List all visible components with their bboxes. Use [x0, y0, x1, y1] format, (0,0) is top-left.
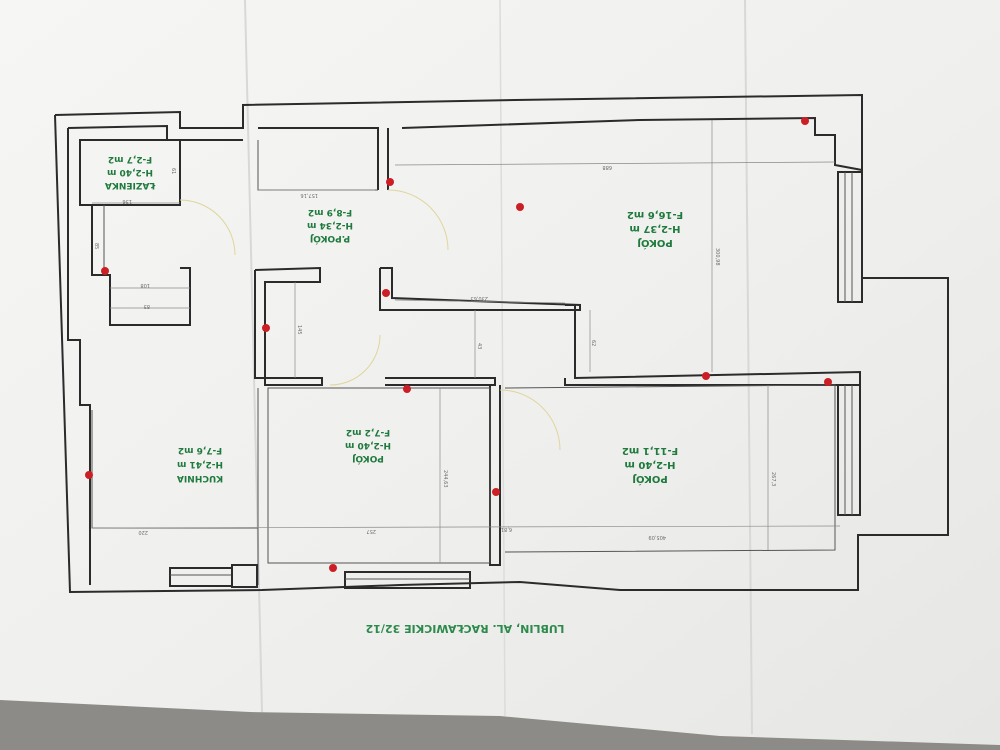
marker-dot: [262, 324, 270, 332]
room-area: F-7,6 m2: [178, 445, 222, 455]
dimension-label: 61: [170, 168, 176, 174]
room-name: POKÓJ: [632, 473, 667, 486]
address-label: LUBLIN, AL. RACŁAWICKIE 32/12: [366, 622, 565, 635]
marker-dot: [492, 488, 500, 496]
room-area: F-7,2 m2: [346, 427, 390, 437]
paper-fold: [244, 0, 263, 713]
room-label-lazienka: ŁAZIENKA H-2,40 m F-2,7 m2: [105, 154, 156, 190]
dimension-label: 257: [366, 528, 376, 534]
room-name: POKÓJ: [352, 453, 384, 465]
paper-fold: [499, 0, 506, 717]
dimension-label: 6,81: [501, 526, 512, 532]
room-height: H-2,40 m: [345, 440, 391, 450]
room-label-pokoj-top: POKÓJ H-2,37 m F-16,6 m2: [627, 209, 683, 250]
dimension-label: 85: [93, 243, 99, 249]
room-label-kuchnia: KUCHNIA H-2,41 m F-7,6 m2: [177, 445, 223, 483]
marker-dot: [329, 564, 337, 572]
room-name: KUCHNIA: [177, 473, 223, 483]
marker-dot: [386, 178, 394, 186]
room-height: H-2,40 m: [624, 459, 675, 470]
marker-dot: [382, 289, 390, 297]
marker-dot: [85, 471, 93, 479]
dimension-label: 244,63: [442, 470, 448, 488]
dimension-label: 267,3: [770, 472, 776, 486]
room-height: H-2,34 m: [307, 220, 353, 230]
marker-dot: [516, 203, 524, 211]
measurement-markers: [85, 117, 832, 572]
room-label-pokoj-right: POKÓJ H-2,40 m F-11,1 m2: [622, 445, 678, 486]
room-height: H-2,41 m: [177, 459, 223, 469]
dimension-label: 230,63: [471, 295, 489, 301]
dimension-label: 157,16: [301, 192, 319, 198]
room-area: F-11,1 m2: [622, 445, 678, 456]
dimension-label: 136: [122, 198, 132, 204]
dimension-label: 688: [602, 164, 612, 170]
dimension-label: 108: [140, 282, 150, 288]
dimension-label: 220: [138, 529, 148, 535]
room-area: F-8,9 m2: [308, 207, 352, 217]
dimension-label: 145: [296, 325, 302, 335]
room-name: ŁAZIENKA: [105, 180, 156, 190]
room-area: F-2,7 m2: [108, 154, 152, 164]
dimension-label: 62: [590, 340, 596, 346]
room-name: POKÓJ: [637, 237, 672, 250]
dimension-labels: 688 157,16 136 300,98 230,63 220 257 405…: [93, 164, 776, 540]
room-name: P.POKÓJ: [310, 233, 350, 245]
marker-dot: [824, 378, 832, 386]
dimension-label: 405,09: [649, 534, 667, 540]
dimension-label: 83: [144, 303, 150, 309]
room-label-pokoj-mid: POKÓJ H-2,40 m F-7,2 m2: [345, 427, 391, 465]
room-height: H-2,37 m: [629, 223, 680, 234]
dimension-label: 43: [476, 343, 482, 349]
marker-dot: [702, 372, 710, 380]
room-area: F-16,6 m2: [627, 209, 683, 220]
paper-fold: [744, 0, 753, 735]
bathroom-outline: [79, 139, 181, 206]
marker-dot: [403, 385, 411, 393]
room-label-p-pokoj: P.POKÓJ H-2,34 m F-8,9 m2: [307, 207, 353, 245]
marker-dot: [801, 117, 809, 125]
room-height: H-2,40 m: [107, 167, 153, 177]
marker-dot: [101, 267, 109, 275]
dimension-label: 300,98: [714, 248, 720, 266]
